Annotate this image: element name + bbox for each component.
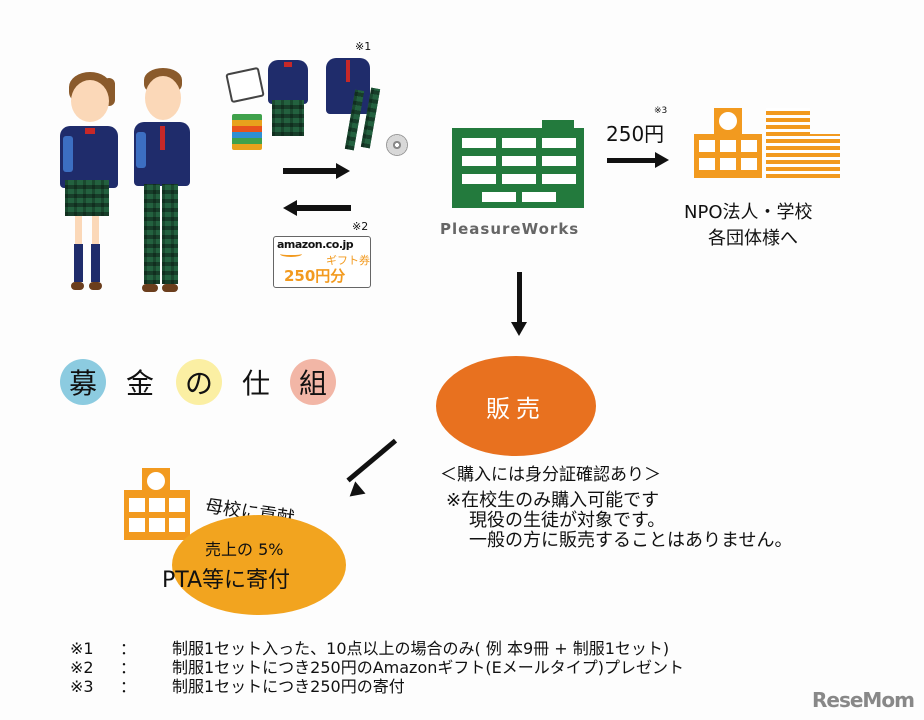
school-building-icon <box>694 108 762 178</box>
resemom-watermark: ReseMom <box>812 688 915 712</box>
amazon-smile-icon <box>280 251 302 257</box>
recipient-line1: NPO法人・学校 <box>684 202 813 223</box>
recipient-line2: 各団体様へ <box>708 228 798 249</box>
id-check-text: ＜購入には身分証確認あり＞ <box>440 465 661 485</box>
footnote-1: ※1：制服1セット入った、10点以上の場合のみ( 例 本9冊 + 制服1セット) <box>70 639 670 658</box>
title-char-3: の <box>176 359 222 405</box>
pta-ellipse <box>172 515 346 615</box>
title-char-4: 仕 <box>241 367 270 400</box>
title-char-2: 金 <box>125 367 154 400</box>
office-building-small-icon <box>810 134 840 178</box>
gift-card-amount: 250円分 <box>284 267 346 285</box>
notice-line1: ※在校生のみ購入可能です <box>446 490 660 511</box>
notice-line2: 現役の生徒が対象です。 <box>469 510 666 531</box>
company-name: PleasureWorks <box>440 220 580 238</box>
arrow-down-sales <box>517 272 522 324</box>
title-char-1: 募 <box>60 359 106 405</box>
title-char-5: 組 <box>290 359 336 405</box>
contribution-line1: 売上の 5% <box>205 540 284 559</box>
books-icon <box>232 114 262 150</box>
arrow-diagonal-school <box>346 438 398 483</box>
donation-amount: 250円 <box>606 122 665 146</box>
amazon-gift-card: amazon.co.jp ギフト券 250円分 <box>273 236 371 288</box>
notice-line3: 一般の方に販売することはありません。 <box>469 530 793 551</box>
office-building-icon <box>766 108 810 178</box>
arrow-diagonal-head <box>344 481 366 503</box>
contribution-line2: PTA等に寄付 <box>162 568 291 593</box>
arrow-right-donation <box>607 158 657 163</box>
arrow-left-exchange <box>296 205 351 211</box>
gift-card-label: ギフト券 <box>326 254 370 267</box>
note3-marker: ※3 <box>654 106 668 116</box>
sales-label: 販売 <box>486 394 546 423</box>
arrow-right-exchange <box>283 168 339 174</box>
note2-marker: ※2 <box>352 220 369 233</box>
male-uniform-icon <box>326 58 386 154</box>
school-contribution-building-icon <box>124 468 190 540</box>
male-student-illustration <box>128 66 198 294</box>
arrow-left-head <box>283 200 297 216</box>
pleasureworks-building-icon <box>452 120 584 208</box>
footnote-2: ※2：制服1セットにつき250円のAmazonギフト(Eメールタイプ)プレゼント <box>70 658 684 677</box>
footnote-3: ※3：制服1セットにつき250円の寄付 <box>70 677 405 696</box>
cd-disc-icon <box>386 134 408 156</box>
electronic-dictionary-icon <box>225 66 265 104</box>
female-uniform-icon <box>268 60 308 140</box>
female-student-illustration <box>55 68 125 294</box>
arrow-right-donation-head <box>655 152 669 168</box>
arrow-right-head <box>336 163 350 179</box>
gift-card-brand: amazon.co.jp <box>277 238 354 251</box>
arrow-down-sales-head <box>511 322 527 336</box>
note1-marker: ※1 <box>355 40 372 53</box>
sales-ellipse: 販売 <box>436 356 596 456</box>
